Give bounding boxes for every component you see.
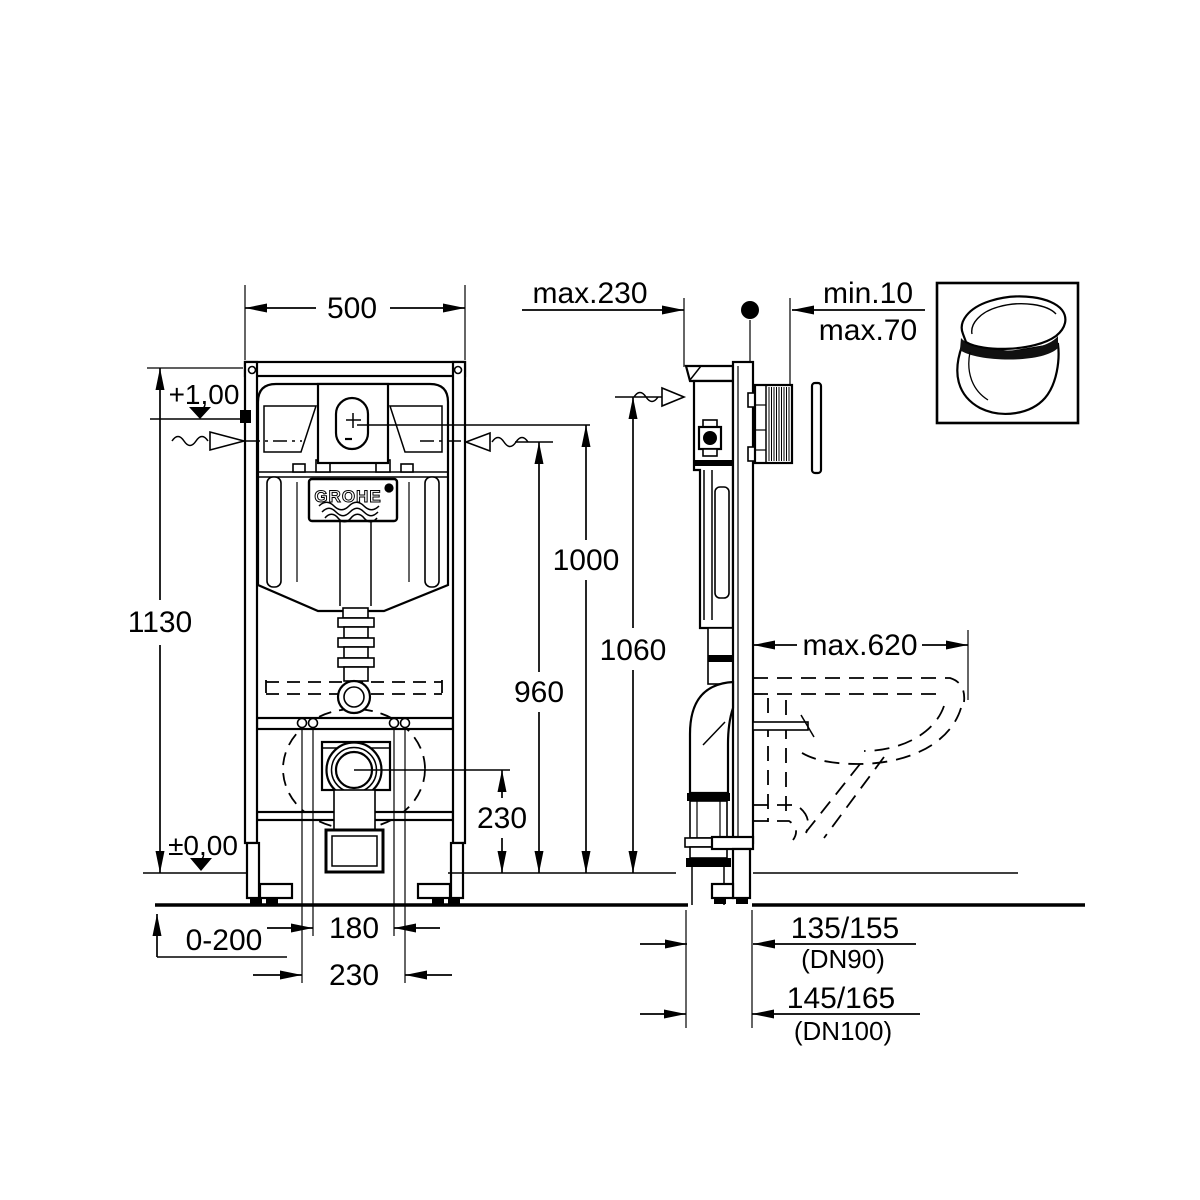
supply-arrow-side-icon <box>633 386 687 408</box>
actuation-plate-side <box>810 381 823 475</box>
water-supply-arrows <box>171 386 687 453</box>
water-cavity-left <box>263 405 318 453</box>
frame-rail-left <box>243 360 259 845</box>
frame-rail-side <box>731 360 755 845</box>
dim-screed-range: 0-200 <box>186 924 263 957</box>
dim-frame-height: 1130 <box>128 606 193 639</box>
label-floor-level: ±0,00 <box>168 830 238 861</box>
dim-outlet-dn90-label: (DN90) <box>801 944 885 974</box>
dim-supply-height: 960 <box>514 676 564 709</box>
frame-foot-side <box>710 835 755 904</box>
cistern-side <box>684 364 735 685</box>
floor-lines <box>143 872 1085 907</box>
cistern-slot-left <box>266 476 282 588</box>
drain-socket <box>320 740 392 874</box>
dim-bolt-spacing-inner: 180 <box>329 912 379 945</box>
supply-arrow-right-icon <box>463 431 529 453</box>
water-cavity-right <box>388 405 443 453</box>
dim-front-width: 500 <box>327 292 377 325</box>
dim-bolt-spacing-outer: 230 <box>329 959 379 992</box>
dim-wall-offset: max.230 <box>532 277 647 310</box>
frame-feet <box>245 841 465 904</box>
reference-lines <box>147 285 969 1028</box>
side-view <box>684 360 966 905</box>
wall-hung-toilet-icon <box>935 281 1080 425</box>
dim-drain-height: 230 <box>477 802 527 835</box>
toilet-outline-dashed-side <box>753 677 966 841</box>
level-marker-floor-icon <box>190 858 212 871</box>
brand-label: GROHE <box>314 487 381 506</box>
dimensions: 500 max.230 min.10 max.70 1130 +1,00 ±0,… <box>128 277 968 1046</box>
front-view: GROHE <box>240 360 467 983</box>
actuator-oval <box>334 396 370 451</box>
dim-outlet-dn90: 135/155 <box>791 912 899 945</box>
frame-front-plane-dot-icon <box>741 301 759 319</box>
drain-elbow-side <box>684 680 735 905</box>
support-rail <box>255 716 455 731</box>
dim-wall-finish-min: min.10 <box>823 277 913 310</box>
corner-screw-icon <box>247 365 257 375</box>
flush-pipe-front <box>336 607 375 715</box>
grohe-logo: GROHE <box>307 477 399 523</box>
flushplate-spacer-block <box>747 383 794 465</box>
frame-front <box>240 360 467 845</box>
label-upper-level: +1,00 <box>169 379 240 410</box>
dim-wall-finish-max: max.70 <box>819 314 917 347</box>
dim-outlet-dn100: 145/165 <box>787 982 895 1015</box>
dim-side-supply-height: 1060 <box>600 634 667 667</box>
wall-anchor-clamp <box>240 410 251 423</box>
level-marker-upper-icon <box>189 407 211 419</box>
flush-actuator-window <box>316 382 390 465</box>
dim-bowl-depth: max.620 <box>802 629 917 662</box>
frame-rail-right <box>451 360 467 845</box>
dim-outlet-dn100-label: (DN100) <box>794 1016 892 1046</box>
corner-screw-icon <box>453 365 463 375</box>
cistern-slot-right <box>424 476 440 588</box>
supply-arrow-left-icon <box>171 430 248 452</box>
registered-dot-icon <box>384 483 394 493</box>
dim-actuator-height: 1000 <box>553 544 620 577</box>
frame-top-bar <box>243 360 467 378</box>
mounting-rod <box>752 714 815 738</box>
